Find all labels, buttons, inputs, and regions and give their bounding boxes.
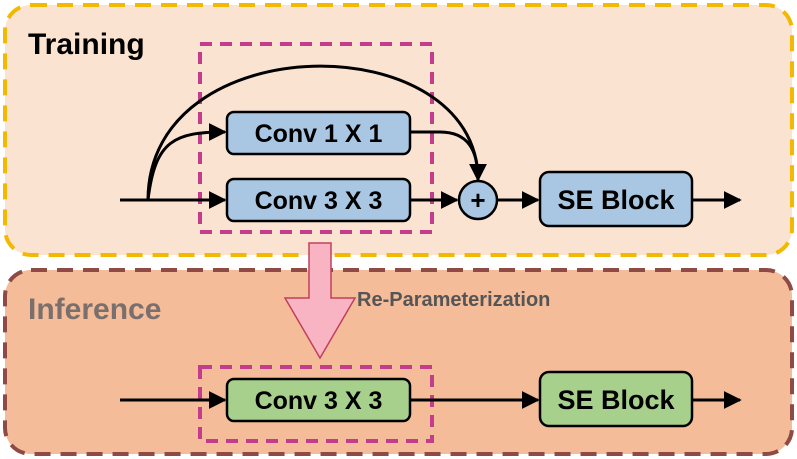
training-conv3-label: Conv 3 X 3: [255, 187, 383, 215]
inference-branch-group: [198, 365, 434, 443]
training-branch-group: [198, 42, 434, 234]
training-title: Training: [28, 28, 145, 61]
conv1-to-add-arrow: [410, 130, 480, 181]
reparameterization-label: Re-Parameterization: [357, 289, 550, 311]
inference-se-label: SE Block: [557, 385, 675, 415]
plus-icon: +: [470, 185, 485, 215]
branch-to-conv1-arrow: [146, 123, 227, 201]
inference-se-block: SE Block: [538, 370, 694, 428]
add-node: +: [457, 179, 499, 221]
training-se-block: SE Block: [538, 170, 694, 228]
training-se-label: SE Block: [557, 185, 675, 215]
training-conv1-label: Conv 1 X 1: [255, 120, 383, 148]
identity-arc: [146, 64, 487, 201]
inference-conv3-box: Conv 3 X 3: [225, 377, 412, 423]
inference-conv3-label: Conv 3 X 3: [255, 387, 383, 415]
training-conv1-box: Conv 1 X 1: [225, 110, 412, 156]
reparameterization-arrow-icon: [283, 242, 357, 360]
training-conv3-box: Conv 3 X 3: [225, 177, 412, 223]
inference-title: Inference: [28, 293, 161, 326]
